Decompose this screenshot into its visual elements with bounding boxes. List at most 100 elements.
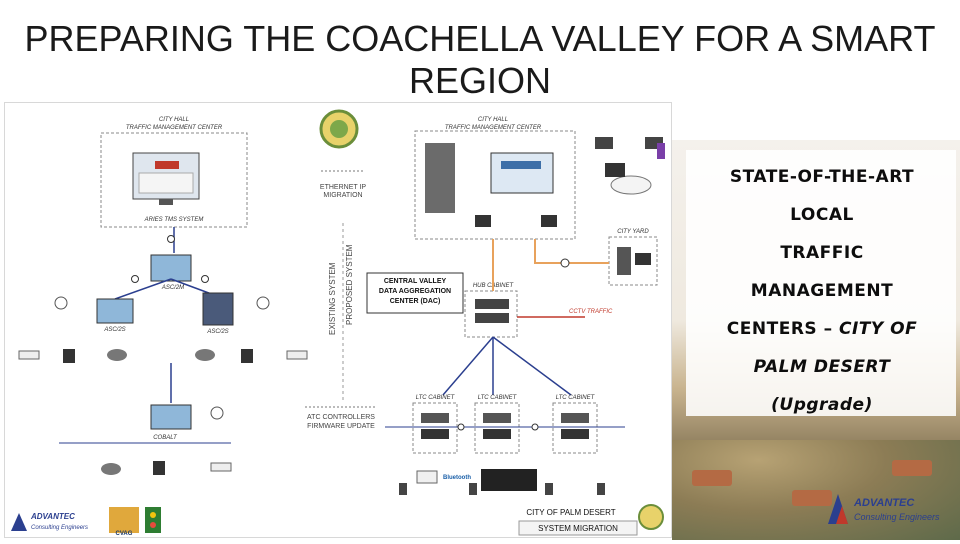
cvag-logo-icon [109,507,139,533]
cabinet-1-box [412,402,458,454]
left-tmc-header-1: CITY HALL [159,117,189,123]
hub-cabinet-box [464,290,518,338]
advantec-logo-icon [11,513,27,531]
dac-line-1: CENTRAL VALLEY [384,278,447,285]
loop-detector-icon [210,406,224,420]
asc-master-controller [150,254,192,282]
video-camera-icon [101,463,121,475]
cabinet-1-switch [421,429,449,439]
cvag-logo-label: CVAG [116,531,133,537]
advantec-corner-logo: ADVANTEC Consulting Engineers [828,494,940,524]
video-camera-icon [195,349,215,361]
palm-desert-seal-center [330,120,348,138]
city-label: CITY OF PALM DESERT [526,508,615,517]
aries-caption: ARIES TMS SYSTEM [144,217,204,223]
house-roof [692,470,732,486]
side-line-5-bold: CENTERS – [726,319,839,339]
link-node [457,423,465,431]
cobalt-label: COBALT [153,435,178,441]
background-photo [672,140,960,540]
existing-system-label: EXISTING SYSTEM [328,262,337,335]
atc-label-1: ATC CONTROLLERS [307,414,375,421]
field-camera [399,483,407,495]
cabinet-1-controller [421,413,449,423]
ethernet-label-1: ETHERNET IP [320,184,366,191]
signal-light [150,522,156,528]
left-tmc-header-2: TRAFFIC MANAGEMENT CENTER [126,125,223,131]
remote-monitor [605,163,625,177]
right-tmc-header-2: TRAFFIC MANAGEMENT CENTER [445,125,542,131]
link-asc-left [114,278,172,300]
side-line-6: PALM DESERT [690,348,954,386]
slide-title-line-2: REGION [408,60,551,101]
side-line-3: TRAFFIC [780,243,864,263]
cabinet-3-box [552,402,598,454]
remote-laptop-1 [595,137,613,149]
cctv-label: CCTV TRAFFIC [569,309,613,315]
side-line-1: STATE-OF-THE-ART [729,167,915,187]
cabinet-2-switch [483,429,511,439]
diagram-svg: CITY HALL TRAFFIC MANAGEMENT CENTER ARIE… [11,109,665,537]
hub-router [475,313,509,323]
server-rack [425,143,455,213]
signal-light [150,512,156,518]
link-node [167,235,175,243]
preemption-device [63,349,75,363]
advantec-corner-accent-icon [836,506,848,524]
monitor-stand [159,199,173,205]
centracs-logo [501,161,541,169]
link-cabinet-3 [492,336,572,396]
preemption-device [241,349,253,363]
link-cabinet-1 [442,336,494,396]
link-node [560,258,570,268]
field-camera [597,483,605,495]
hub-switch [475,299,509,309]
proposed-system-label: PROPOSED SYSTEM [345,244,354,325]
workstation-1 [475,215,491,227]
ethernet-label-2: MIGRATION [323,192,362,199]
city-yard-label: CITY YARD [617,229,649,235]
field-camera [545,483,553,495]
loop-detector-icon [256,296,270,310]
bluetooth-reader [416,470,438,484]
mobile-phone-icon [657,143,665,159]
link-node [201,275,209,283]
advantec-logo-name: ADVANTEC [30,512,75,521]
dac-box [366,272,464,314]
side-line-5-italic: CITY OF [839,319,918,339]
cabinet-2-box [474,402,520,454]
side-line-6-italic: PALM DESERT [753,357,891,377]
side-line-2: LOCAL [790,205,854,225]
right-tmc-header-1: CITY HALL [478,117,508,123]
link-node [131,275,139,283]
dac-line-2: DATA AGGREGATION [379,288,451,295]
cobalt-controller [150,404,192,430]
advantec-corner-sub: Consulting Engineers [854,512,940,522]
cabinet-3-controller [561,413,589,423]
aries-logo [155,161,179,169]
advantec-corner-name: ADVANTEC [853,497,915,509]
migration-label: SYSTEM MIGRATION [538,524,618,533]
aries-screen [138,172,194,194]
battery-backup [210,462,232,472]
yard-server [617,247,631,275]
house-roof [892,460,932,476]
cabinet-1-label: LTC CABINET [416,395,456,401]
palm-desert-seal-icon [638,504,664,530]
yard-monitor [635,253,651,265]
cabinet-3-switch [561,429,589,439]
city-yard-box [608,236,658,286]
cabinet-2-label: LTC CABINET [478,395,518,401]
internet-cloud-icon [610,175,652,195]
centracs-monitor [490,152,554,194]
text-panel [686,150,956,416]
link-node [531,423,539,431]
cabinet-3-label: LTC CABINET [556,395,596,401]
preemption-device [153,461,165,475]
migration-banner [518,520,638,536]
field-camera [469,483,477,495]
battery-backup [18,350,40,360]
side-text-block: STATE-OF-THE-ART LOCAL TRAFFIC MANAGEMEN… [690,158,954,424]
dac-line-3: CENTER (DAC) [390,298,441,305]
side-line-7: (Upgrade) [690,386,954,424]
